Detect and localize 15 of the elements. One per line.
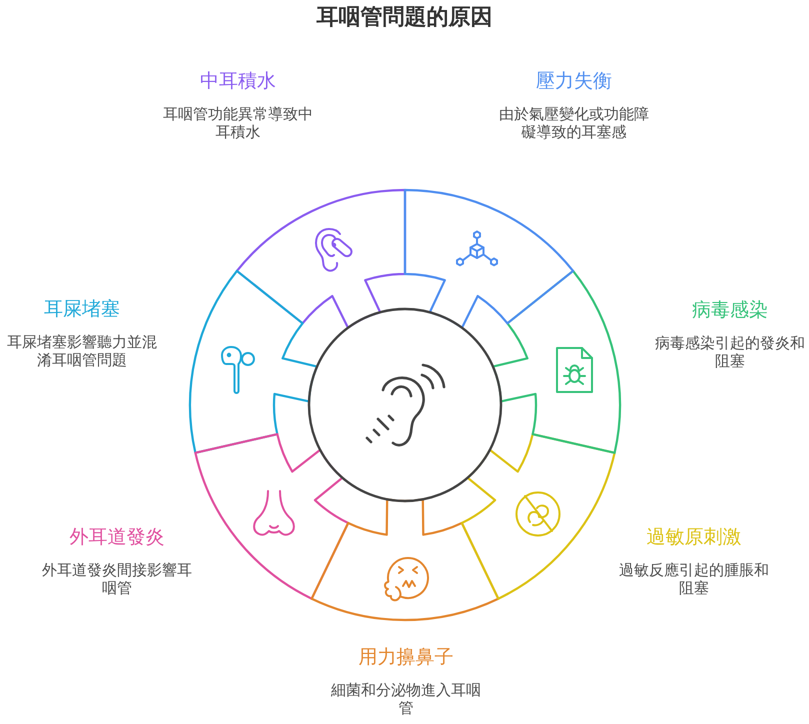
cause-description: 病毒感染引起的發炎和阻塞 [654, 335, 806, 371]
cause-title: 中耳積水 [200, 70, 276, 94]
cause-title: 壓力失衡 [536, 70, 612, 94]
cause-title: 外耳道發炎 [70, 526, 164, 550]
cause-description: 耳咽管功能異常導致中耳積水 [162, 106, 314, 142]
cause-title: 耳屎堵塞 [44, 298, 120, 322]
diagram-title: 耳咽管問題的原因 [316, 3, 492, 31]
cause-title: 過敏原刺激 [646, 526, 742, 550]
cause-title: 病毒感染 [692, 299, 768, 323]
cause-description: 過敏反應引起的腫脹和阻塞 [618, 562, 770, 598]
cause-description: 由於氣壓變化或功能障礙導致的耳塞感 [498, 106, 650, 142]
cause-description: 細菌和分泌物進入耳咽管 [330, 682, 482, 718]
cause-description: 耳屎堵塞影響聽力並混淆耳咽管問題 [6, 334, 158, 370]
cause-title: 用力擤鼻子 [358, 646, 454, 670]
cause-description: 外耳道發炎間接影響耳咽管 [41, 562, 193, 598]
